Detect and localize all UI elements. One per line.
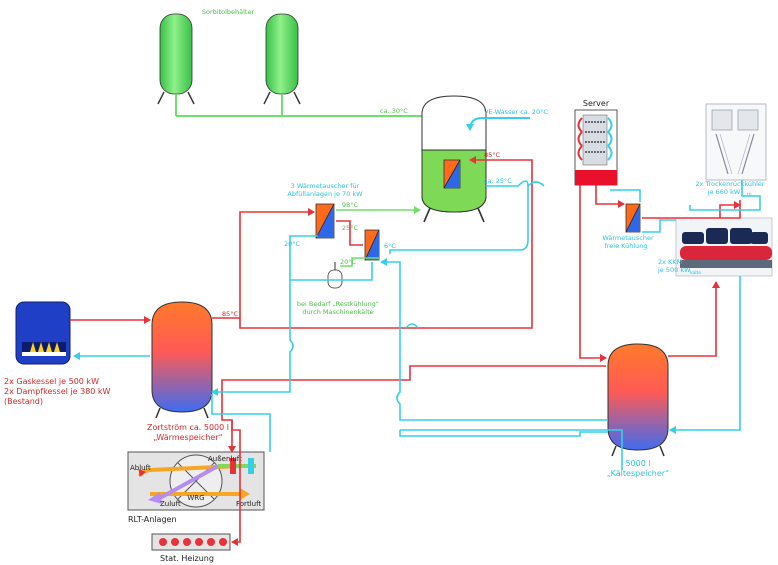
server-rack: [574, 109, 618, 186]
rlt-label: RLT-Anlagen: [128, 515, 177, 524]
ve-water-tank: [421, 95, 487, 223]
free-cooling-label-1: Wärmetauscher: [602, 234, 654, 242]
hot-lines: [70, 156, 741, 546]
filling-heat-exchanger-1: [315, 203, 335, 239]
temp-30-label: ca. 30°C: [380, 107, 408, 115]
rlt-unit: [127, 451, 265, 511]
free-cooling-heat-exchanger: [625, 203, 641, 233]
sorbitol-feed-line: [176, 115, 444, 129]
static-heating: [151, 533, 231, 551]
cold-lines: [73, 180, 761, 470]
sorbitol-label: Sorbitolbehälter: [202, 8, 255, 16]
chiller-unit: [675, 217, 773, 277]
temp-25-ve-label: ca. 25°C: [484, 177, 512, 185]
boiler: [15, 301, 71, 365]
restcooling-label-2: durch Maschinenkälte: [302, 308, 373, 316]
dry-cooler-label-sub: th: [747, 192, 752, 198]
kkm-label-sub: kalte: [690, 270, 701, 276]
kkm-label-1: 2x KKM: [658, 258, 682, 266]
boiler-label-1: 2x Gaskessel je 500 kW: [4, 377, 99, 386]
temp-20-green-label: 20°C: [340, 258, 357, 266]
temp-20-left-label: 20°C: [284, 240, 301, 248]
sorbitol-tank-left: [157, 13, 195, 116]
dry-cooler-label-1: 2x Trockenrückkühler: [695, 180, 765, 188]
wrg-label: WRG: [187, 494, 204, 502]
boiler-label-3: (Bestand): [4, 397, 43, 406]
heat-storage-label-2: „Wärmespeicher“: [153, 433, 223, 442]
sorbitol-tank-right: [263, 13, 301, 116]
filling-hx-label-2: Abfüllanlagen je 70 kW: [287, 190, 363, 198]
boiler-label-2: 2x Dampfkessel je 380 kW: [4, 387, 111, 396]
temp-6-label: 6°C: [384, 242, 396, 250]
gas-cylinder: [327, 262, 343, 289]
temp-98-label: 98°C: [342, 201, 359, 209]
ve-water-label: VE-Wasser ca. 20°C: [484, 108, 548, 116]
zuluft-label: Zuluft: [160, 500, 181, 508]
temp-85-heat-label: 85°C: [222, 310, 239, 318]
server-label: Server: [583, 99, 610, 108]
heat-storage-label-1: Zortström ca. 5000 l: [147, 423, 229, 432]
dry-cooler-label-2: je 660 kW: [707, 188, 741, 196]
free-cooling-label-2: freie Kühlung: [604, 242, 647, 250]
cold-hop-lines: [405, 181, 545, 329]
filling-heat-exchanger-2: [364, 229, 380, 261]
temp-85-ve-label: 85°C: [484, 151, 501, 159]
kkm-label-2: je 500 kW: [657, 266, 691, 274]
abluft-label: Abluft: [130, 464, 151, 472]
cold-storage-label-1: 5000 l: [625, 459, 650, 468]
restcooling-label-1: bei Bedarf „Restkühlung“: [297, 300, 379, 308]
green-lines: [336, 206, 421, 267]
static-heating-label: Stat. Heizung: [160, 554, 214, 563]
cold-storage-tank: [607, 343, 669, 457]
aussenluft-label: Außenluft: [208, 455, 242, 463]
filling-hx-label-1: 3 Wärmetauscher für: [291, 182, 360, 190]
temp-25-label: 25°C: [342, 224, 359, 232]
heat-storage-tank: [151, 301, 213, 419]
fortluft-label: Fortluft: [236, 500, 261, 508]
cold-storage-label-2: „Kältespeicher“: [607, 469, 669, 478]
ve-water-inlet: [466, 117, 530, 131]
dry-cooler-unit: [705, 103, 767, 181]
